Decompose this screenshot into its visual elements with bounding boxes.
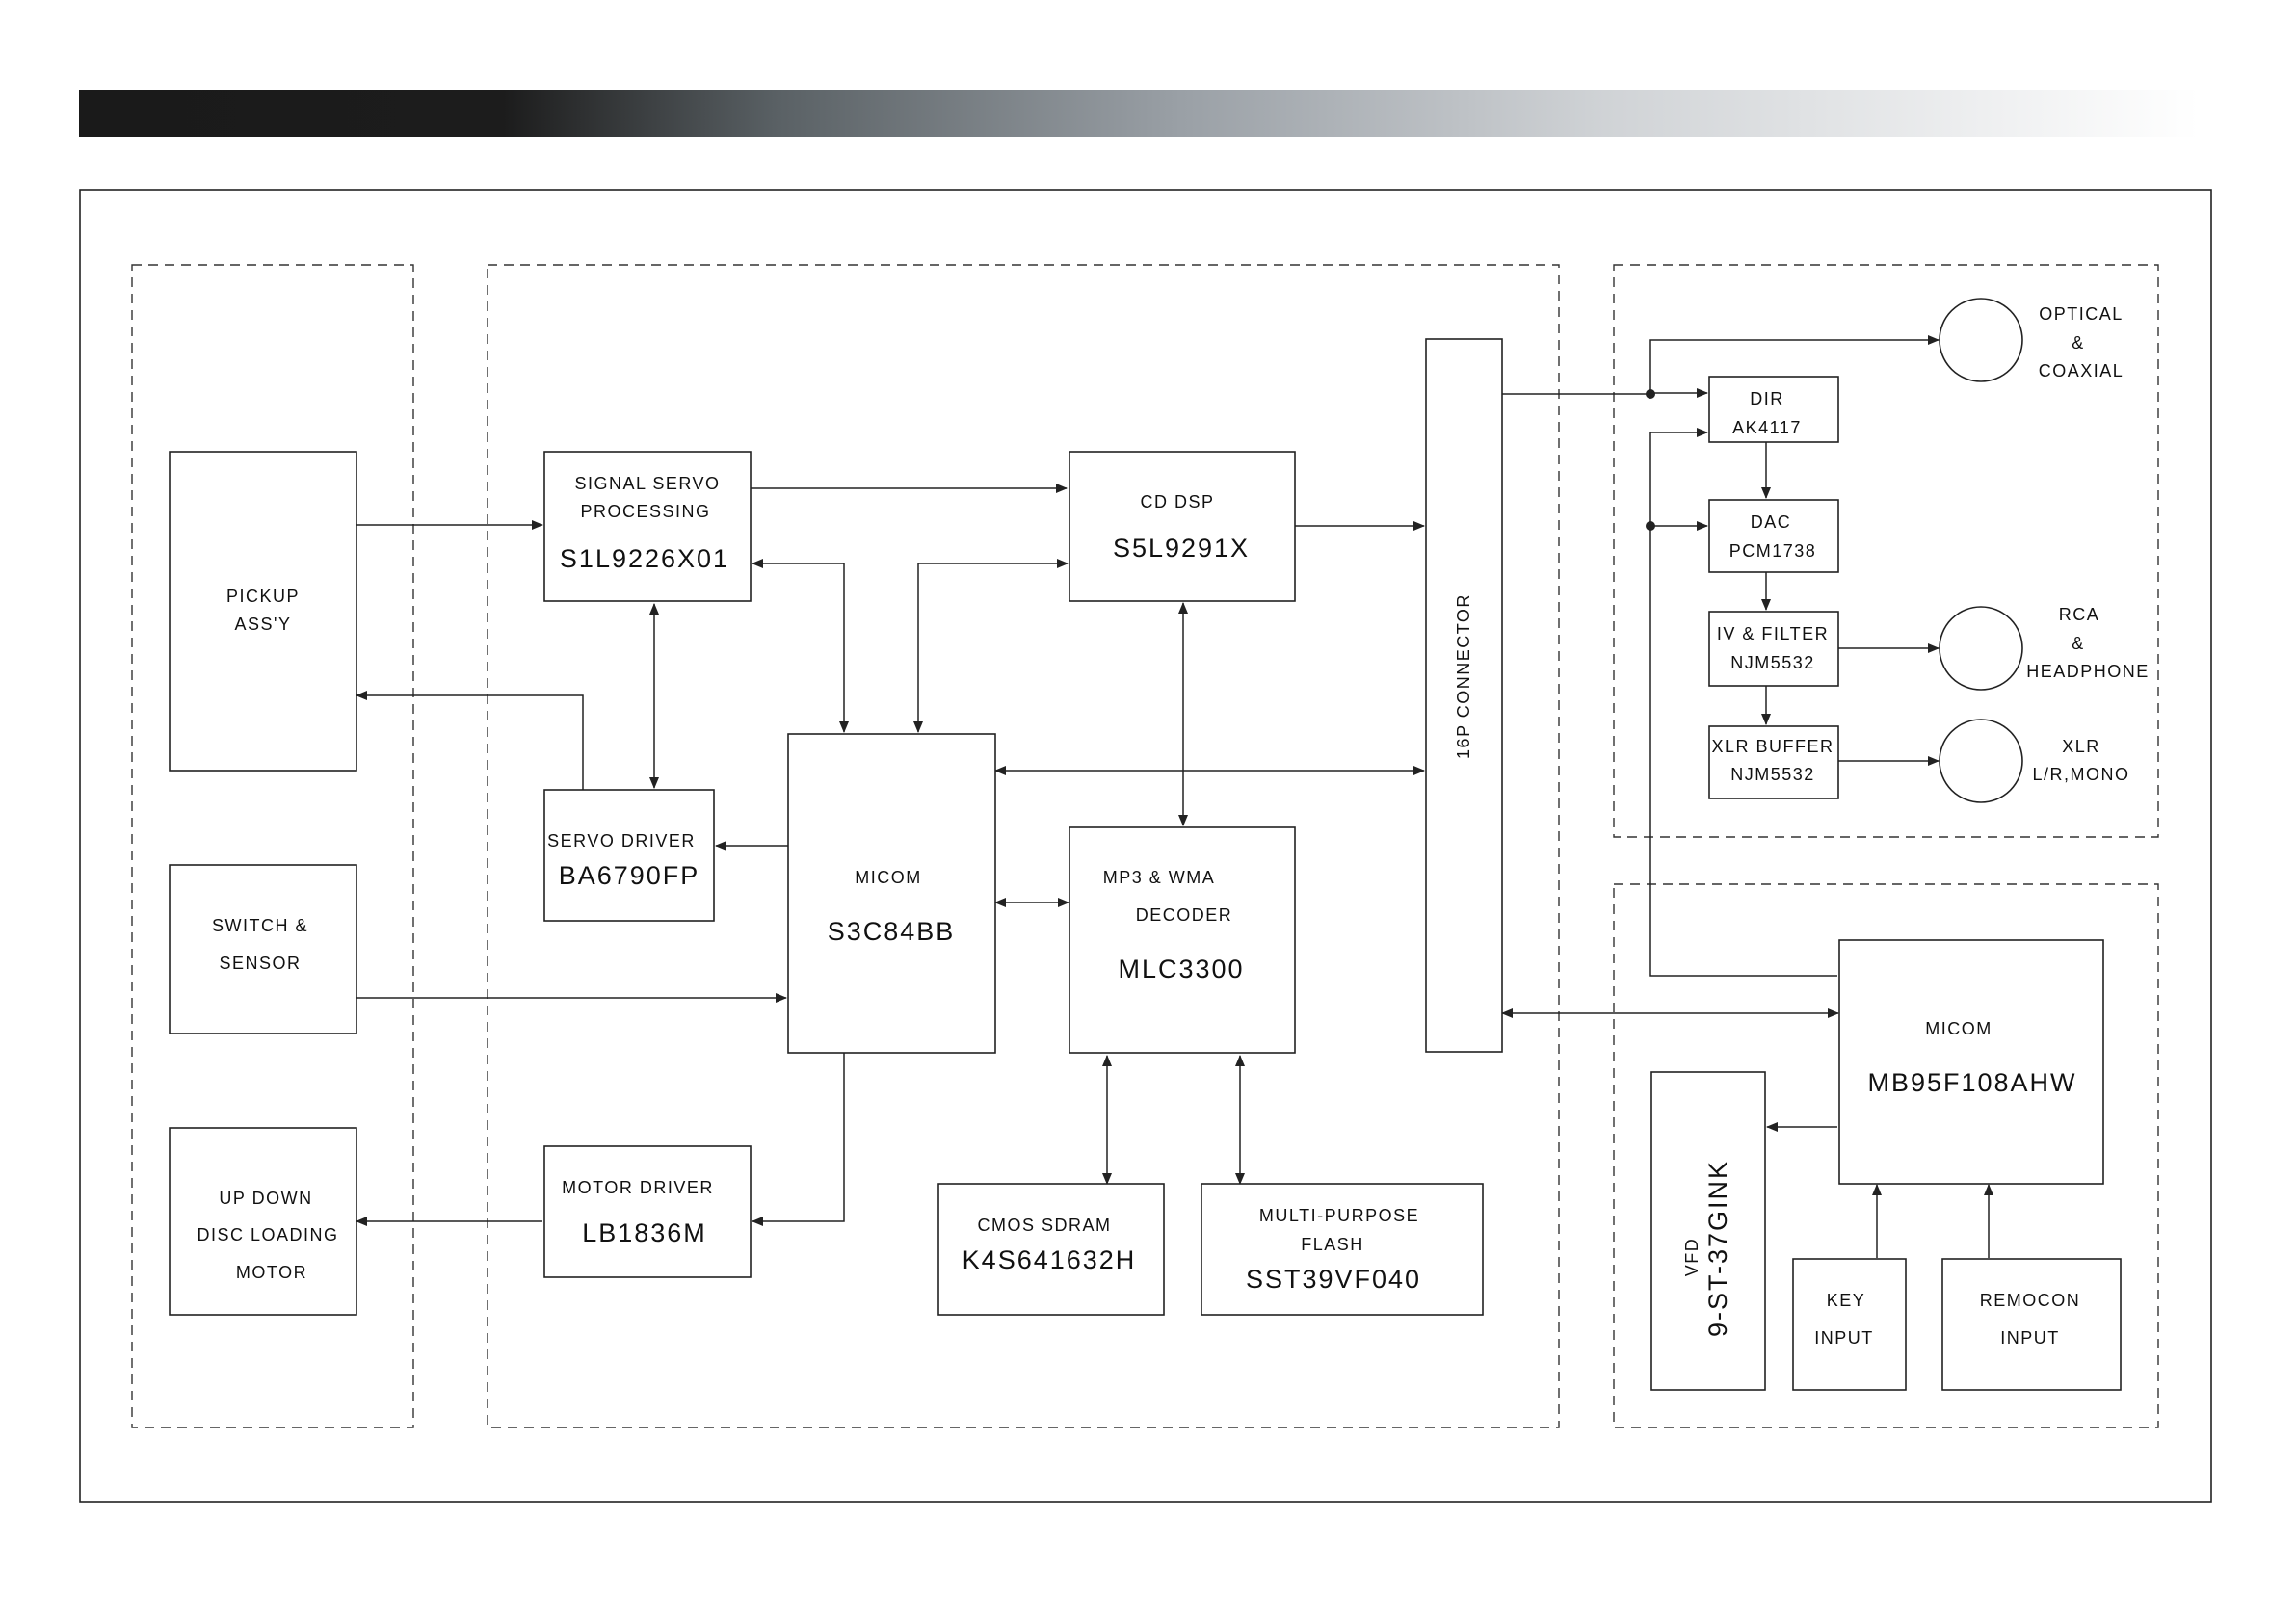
svg-text:VFD: VFD — [1682, 1238, 1702, 1277]
svg-text:MICOM: MICOM — [855, 868, 922, 887]
signal-servo-part: S1L9226X01 — [560, 544, 729, 573]
svg-text:IV & FILTER: IV & FILTER — [1717, 624, 1829, 643]
flash-part: SST39VF040 — [1246, 1265, 1421, 1294]
svg-text:KEY: KEY — [1827, 1291, 1866, 1310]
vfd-part: 9-ST-37GINK — [1703, 1160, 1732, 1337]
remocon-input-block: REMOCON INPUT — [1941, 1258, 2122, 1391]
connector-block: 16P CONNECTOR — [1425, 338, 1503, 1053]
rca-output: RCA & HEADPHONE — [1939, 605, 2150, 691]
servo-driver-part: BA6790FP — [559, 861, 700, 890]
svg-text:MULTI-PURPOSE: MULTI-PURPOSE — [1259, 1206, 1419, 1225]
svg-text:RCA: RCA — [2059, 605, 2100, 624]
svg-text:MP3 & WMA: MP3 & WMA — [1103, 868, 1216, 887]
mp3-decoder-part: MLC3300 — [1118, 955, 1244, 983]
motor-driver-part: LB1836M — [582, 1218, 707, 1247]
svg-text:SERVO DRIVER: SERVO DRIVER — [547, 831, 696, 851]
svg-text:&: & — [2072, 333, 2085, 353]
svg-text:PROCESSING: PROCESSING — [580, 502, 710, 521]
svg-text:SWITCH &: SWITCH & — [212, 916, 308, 935]
signal-servo-block: SIGNAL SERVO PROCESSING S1L9226X01 — [543, 451, 752, 602]
xlr-output: XLR L/R,MONO — [1939, 719, 2129, 803]
svg-text:PCM1738: PCM1738 — [1729, 541, 1817, 561]
svg-text:AK4117: AK4117 — [1732, 418, 1802, 437]
main-micom-part: S3C84BB — [828, 917, 956, 946]
svg-text:NJM5532: NJM5532 — [1730, 765, 1815, 784]
svg-text:COAXIAL: COAXIAL — [2039, 361, 2124, 380]
dir-block: DIR AK4117 — [1708, 376, 1839, 443]
servo-driver-block: SERVO DRIVER BA6790FP — [543, 789, 715, 922]
svg-text:DECODER: DECODER — [1136, 905, 1233, 925]
optical-output: OPTICAL & COAXIAL — [1939, 298, 2124, 382]
optical-jack-icon — [1939, 298, 2023, 382]
svg-text:CMOS SDRAM: CMOS SDRAM — [977, 1216, 1111, 1235]
front-micom-part: MB95F108AHW — [1867, 1068, 2076, 1097]
svg-text:XLR BUFFER: XLR BUFFER — [1711, 737, 1834, 756]
main-board-section — [487, 264, 1560, 1428]
svg-text:FLASH: FLASH — [1301, 1235, 1364, 1254]
connector-label: 16P CONNECTOR — [1454, 593, 1473, 759]
key-input-block: KEY INPUT — [1792, 1258, 1907, 1391]
switch-sensor-block: SWITCH & SENSOR — [169, 864, 357, 1034]
front-board-section — [1613, 883, 2159, 1428]
svg-text:HEADPHONE: HEADPHONE — [2026, 662, 2150, 681]
flash-block: MULTI-PURPOSE FLASH SST39VF040 — [1201, 1183, 1484, 1316]
svg-text:&: & — [2072, 634, 2085, 653]
iv-filter-block: IV & FILTER NJM5532 — [1708, 611, 1839, 687]
svg-text:DIR: DIR — [1750, 389, 1784, 408]
pickup-block: PICKUP ASS'Y — [169, 451, 357, 772]
motor-driver-block: MOTOR DRIVER LB1836M — [543, 1145, 752, 1278]
svg-text:SENSOR: SENSOR — [219, 954, 301, 973]
svg-text:NJM5532: NJM5532 — [1730, 653, 1815, 672]
svg-text:MICOM: MICOM — [1925, 1019, 1993, 1038]
signal-wires — [356, 335, 1993, 1258]
svg-text:L/R,MONO: L/R,MONO — [2032, 765, 2129, 784]
vfd-block: VFD 9-ST-37GINK — [1650, 1071, 1766, 1391]
xlr-jack-icon — [1939, 719, 2023, 803]
diagram-frame — [79, 189, 2212, 1503]
cd-dsp-part: S5L9291X — [1113, 534, 1250, 563]
svg-text:DISC LOADING: DISC LOADING — [197, 1225, 338, 1244]
svg-text:UP DOWN: UP DOWN — [219, 1189, 312, 1208]
svg-text:MOTOR: MOTOR — [236, 1263, 307, 1282]
mp3-decoder-block: MP3 & WMA DECODER MLC3300 — [1069, 826, 1296, 1054]
rca-jack-icon — [1939, 606, 2023, 691]
svg-text:DAC: DAC — [1751, 512, 1792, 532]
pickup-label-2: ASS'Y — [235, 615, 292, 634]
svg-text:REMOCON: REMOCON — [1980, 1291, 2081, 1310]
front-micom-block: MICOM MB95F108AHW — [1838, 939, 2104, 1185]
svg-text:MOTOR DRIVER: MOTOR DRIVER — [562, 1178, 714, 1197]
xlr-buffer-block: XLR BUFFER NJM5532 — [1708, 725, 1839, 799]
svg-text:SIGNAL SERVO: SIGNAL SERVO — [574, 474, 720, 493]
dac-block: DAC PCM1738 — [1708, 499, 1839, 573]
main-micom-block: MICOM S3C84BB — [787, 733, 996, 1054]
svg-text:OPTICAL: OPTICAL — [2039, 304, 2124, 324]
sdram-part: K4S641632H — [963, 1245, 1137, 1274]
header-gradient-bar — [79, 90, 2199, 137]
pickup-label-1: PICKUP — [226, 587, 300, 606]
sdram-block: CMOS SDRAM K4S641632H — [937, 1183, 1165, 1316]
cd-dsp-block: CD DSP S5L9291X — [1069, 451, 1296, 602]
svg-text:CD DSP: CD DSP — [1140, 492, 1214, 511]
svg-text:XLR: XLR — [2062, 737, 2100, 756]
svg-text:INPUT: INPUT — [2000, 1328, 2060, 1348]
mechanism-section — [131, 264, 414, 1428]
svg-text:INPUT: INPUT — [1814, 1328, 1874, 1348]
updown-motor-block: UP DOWN DISC LOADING MOTOR — [169, 1127, 357, 1316]
